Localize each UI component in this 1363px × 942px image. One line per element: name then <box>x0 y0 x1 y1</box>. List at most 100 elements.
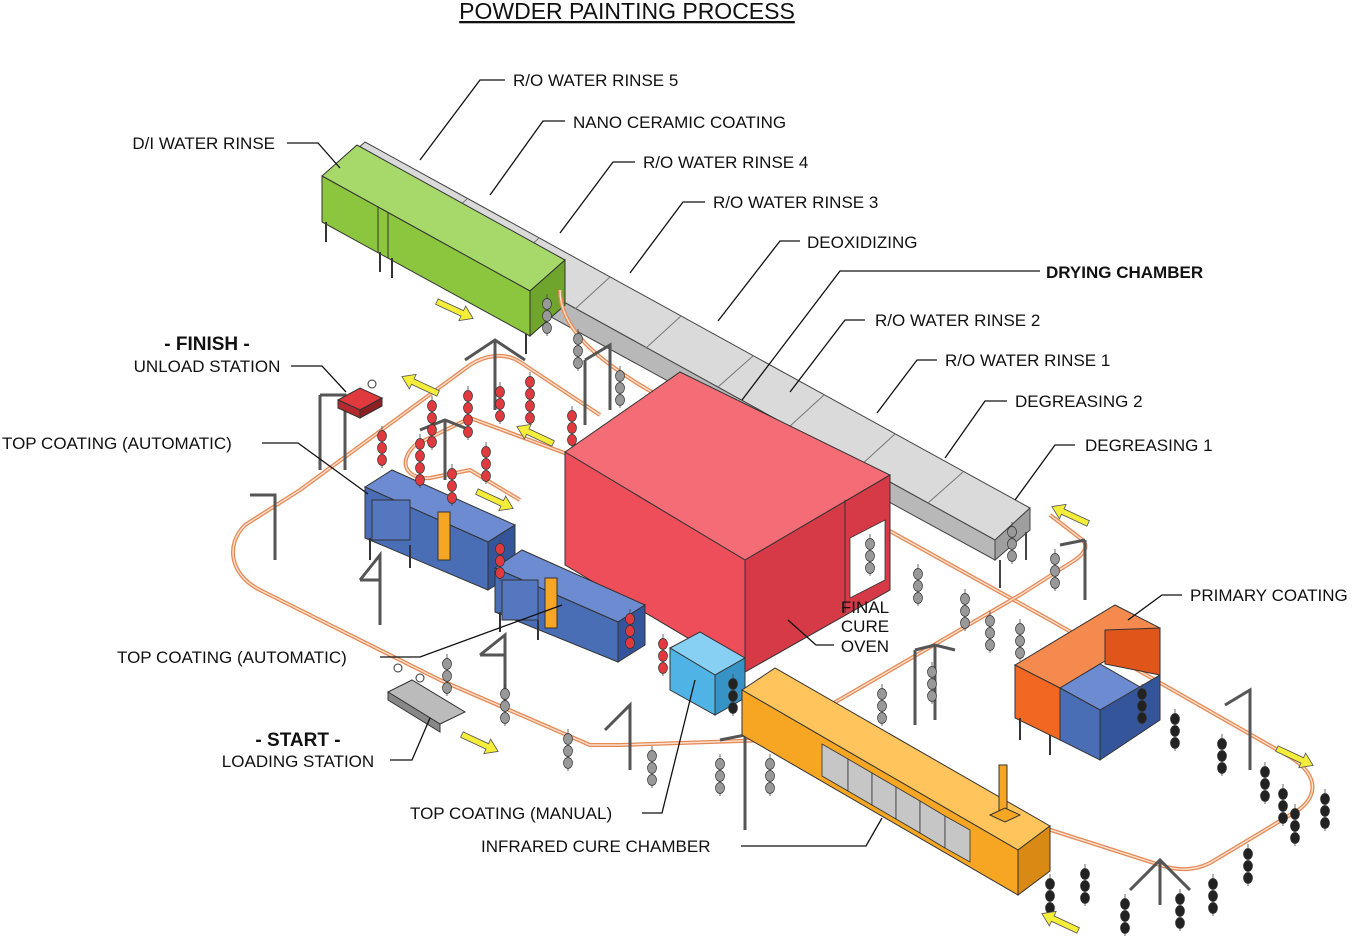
hanging-part <box>377 454 387 466</box>
hanging-part <box>481 470 491 482</box>
label-ro-water-rinse-5: R/O WATER RINSE 5 <box>513 71 678 90</box>
hanging-part <box>913 580 923 592</box>
hanging-part <box>1175 893 1185 905</box>
hanging-part <box>427 436 437 448</box>
hanging-part <box>573 357 583 369</box>
hanging-part <box>542 298 552 310</box>
label-degreasing-2: DEGREASING 2 <box>1015 392 1143 411</box>
hanging-part <box>1170 725 1180 737</box>
hanging-part-group <box>865 534 875 576</box>
hanging-part-group <box>427 396 437 450</box>
hanging-part <box>1260 778 1270 790</box>
label-drying-chamber: DRYING CHAMBER <box>1046 263 1203 282</box>
hanging-part-group <box>495 539 505 581</box>
hanging-part <box>765 782 775 794</box>
hanging-part <box>715 782 725 794</box>
hanging-part-group <box>495 382 505 424</box>
hanging-part <box>1175 905 1185 917</box>
hanging-part-group <box>573 329 583 371</box>
label-deoxidizing: DEOXIDIZING <box>807 233 918 252</box>
hanging-part <box>1045 890 1055 902</box>
hanging-part <box>865 550 875 562</box>
hanging-part <box>765 770 775 782</box>
label-primary-coating: PRIMARY COATING <box>1190 586 1348 605</box>
hanging-part <box>927 666 937 678</box>
hanging-part <box>427 400 437 412</box>
label-ro-water-rinse-1: R/O WATER RINSE 1 <box>945 351 1110 370</box>
hanging-part <box>1260 766 1270 778</box>
hanging-part <box>1007 538 1017 550</box>
direction-arrow-icon <box>475 488 514 512</box>
hanging-part <box>1170 737 1180 749</box>
hanging-part <box>1080 880 1090 892</box>
hanging-part <box>1170 713 1180 725</box>
label-ro-water-rinse-3: R/O WATER RINSE 3 <box>713 193 878 212</box>
hanging-part <box>647 750 657 762</box>
label-ro-water-rinse-2: R/O WATER RINSE 2 <box>875 311 1040 330</box>
hanging-part <box>442 682 452 694</box>
hanging-part <box>563 745 573 757</box>
hanging-part <box>625 613 635 625</box>
direction-arrow-icon <box>1275 745 1314 769</box>
hanging-part <box>715 758 725 770</box>
hanging-part-group <box>1175 889 1185 931</box>
hanging-part <box>865 562 875 574</box>
hanging-part <box>1080 868 1090 880</box>
hanging-part <box>927 678 937 690</box>
hanging-part <box>567 434 577 446</box>
label-loading-station: LOADING STATION <box>222 752 374 771</box>
hanging-part <box>495 398 505 410</box>
label-top-coating-manual: TOP COATING (MANUAL) <box>410 804 612 823</box>
label-top-coating-automatic-1: TOP COATING (AUTOMATIC) <box>2 434 232 453</box>
hanging-part <box>1015 623 1025 635</box>
hanging-part-group <box>1120 894 1130 936</box>
auto-booth-1 <box>363 469 517 591</box>
hanging-part <box>960 593 970 605</box>
label-ro-water-rinse-4: R/O WATER RINSE 4 <box>643 153 808 172</box>
hanging-part <box>495 567 505 579</box>
hanging-part-group <box>615 366 625 408</box>
hanging-part <box>1217 762 1227 774</box>
final-cure-oven <box>564 371 892 673</box>
hanging-part <box>500 688 510 700</box>
hanging-part <box>927 690 937 702</box>
hanging-part <box>447 468 457 480</box>
hanging-part-group <box>715 754 725 796</box>
hanging-part-group <box>1080 864 1090 906</box>
hanging-part <box>463 414 473 426</box>
hanging-part <box>415 474 425 486</box>
hanging-part-group <box>377 426 387 468</box>
hanging-part <box>1007 526 1017 538</box>
hanging-part-group <box>960 589 970 631</box>
hanging-part <box>567 410 577 422</box>
hanging-part <box>728 690 738 702</box>
hanging-part <box>1120 910 1130 922</box>
hanging-part <box>1208 890 1218 902</box>
hanging-part <box>913 592 923 604</box>
hanging-part <box>658 638 668 650</box>
hanging-part <box>877 688 887 700</box>
label-infrared-cure-chamber: INFRARED CURE CHAMBER <box>481 837 711 856</box>
hanging-part-group <box>985 611 995 653</box>
hanging-part-group <box>647 746 657 788</box>
hanging-part-group <box>463 386 473 440</box>
label-start-heading: - START - <box>255 730 340 751</box>
hanging-part <box>985 615 995 627</box>
hanging-part <box>765 758 775 770</box>
hanging-part <box>500 712 510 724</box>
hanging-part-group <box>415 434 425 488</box>
hanging-part <box>1278 800 1288 812</box>
loading-station <box>386 663 467 733</box>
hanging-part <box>615 394 625 406</box>
hanging-part <box>1137 700 1147 712</box>
hanging-part <box>525 388 535 400</box>
hanging-part <box>525 412 535 424</box>
hanging-part <box>1217 750 1227 762</box>
hanging-part <box>1050 577 1060 589</box>
hanging-part <box>1007 550 1017 562</box>
hanging-part <box>1045 878 1055 890</box>
hanging-part-group <box>1045 874 1055 916</box>
label-unload-station: UNLOAD STATION <box>134 357 281 376</box>
hanging-part-group <box>1243 844 1253 886</box>
hanging-part <box>500 700 510 712</box>
